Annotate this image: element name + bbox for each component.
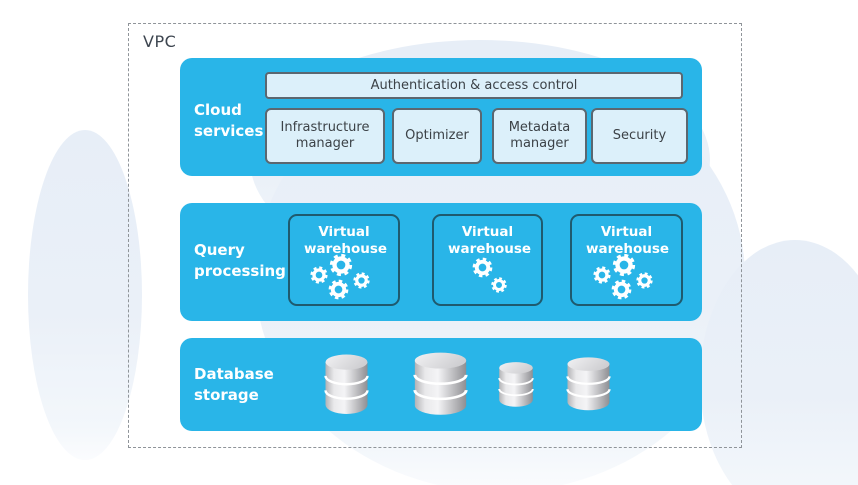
- gear-icon: [611, 252, 637, 278]
- gear-icon: [610, 278, 633, 301]
- gear-icon: [328, 252, 354, 278]
- gear-icon: [327, 278, 350, 301]
- gear-icon: [592, 265, 612, 285]
- vpc-boundary: VPC: [128, 23, 742, 448]
- cloud-services-band: Cloud services Authentication & access c…: [180, 58, 702, 176]
- database-storage-band: Database storage: [180, 338, 702, 431]
- virtual-warehouse-box: Virtual warehouse: [570, 214, 683, 306]
- gear-icon: [309, 265, 329, 285]
- database-storage-label: Database storage: [194, 365, 274, 404]
- metadata-manager-box: Metadata manager: [492, 108, 587, 164]
- query-processing-band: Query processing Virtual warehouse Virtu…: [180, 203, 702, 321]
- database-icon: [498, 361, 534, 408]
- gears-icon: [309, 258, 379, 304]
- vpc-label: VPC: [143, 32, 177, 51]
- virtual-warehouse-label: Virtual warehouse: [586, 224, 670, 257]
- gears-icon: [453, 258, 523, 304]
- virtual-warehouse-label: Virtual warehouse: [304, 224, 388, 257]
- infrastructure-manager-box: Infrastructure manager: [265, 108, 385, 164]
- database-icon: [324, 353, 369, 416]
- gears-icon: [592, 258, 662, 304]
- gear-icon: [490, 276, 508, 294]
- query-processing-label: Query processing: [194, 241, 286, 280]
- virtual-warehouse-box: Virtual warehouse: [432, 214, 543, 306]
- database-icon: [566, 356, 611, 412]
- database-icon: [413, 351, 468, 417]
- authentication-access-control-box: Authentication & access control: [265, 72, 683, 99]
- virtual-warehouse-label: Virtual warehouse: [448, 224, 532, 257]
- optimizer-box: Optimizer: [392, 108, 482, 164]
- gear-icon: [352, 271, 371, 290]
- security-box: Security: [591, 108, 688, 164]
- cloud-puff-right: [700, 240, 858, 485]
- gear-icon: [635, 271, 654, 290]
- virtual-warehouse-box: Virtual warehouse: [288, 214, 400, 306]
- cloud-puff-left: [28, 130, 142, 460]
- cloud-services-label: Cloud services: [194, 101, 264, 140]
